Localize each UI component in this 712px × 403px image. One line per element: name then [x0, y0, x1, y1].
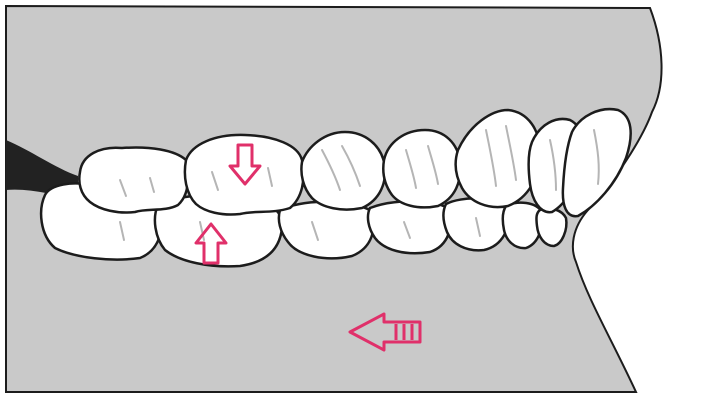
upper-premolar-2 — [301, 132, 385, 210]
upper-premolar-1 — [383, 130, 460, 207]
upper-molar-1 — [185, 135, 304, 215]
upper-molar-2 — [79, 148, 188, 213]
